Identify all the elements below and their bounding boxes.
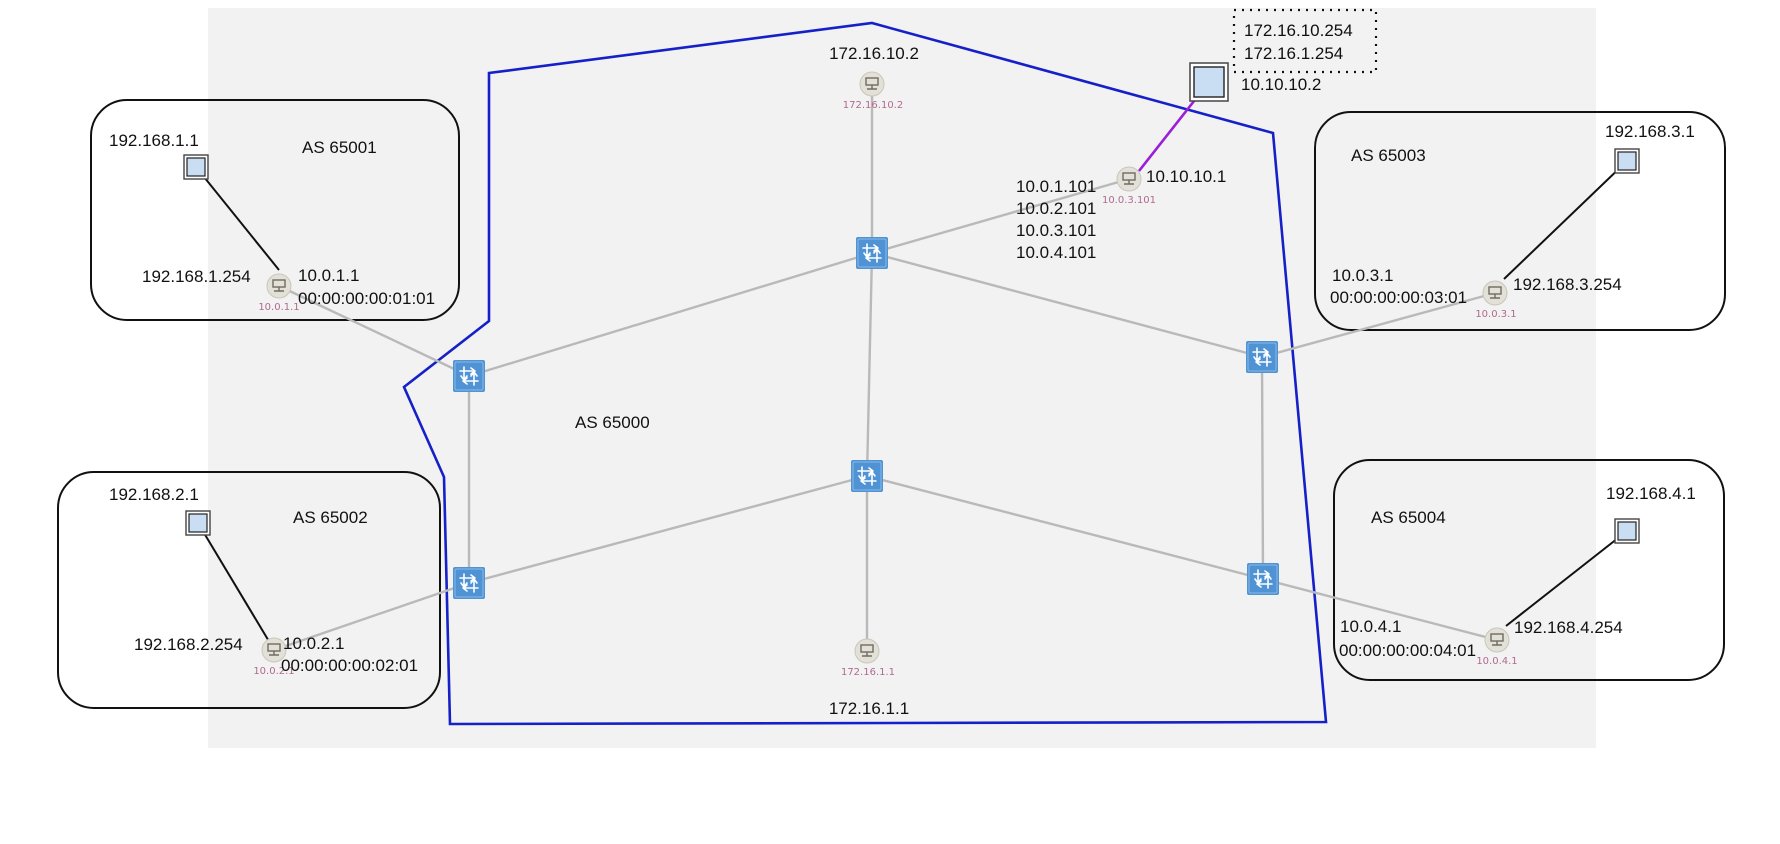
as4-router-small-label: 10.0.4.1 bbox=[1476, 656, 1517, 667]
as65003-label: AS 65003 bbox=[1351, 146, 1426, 165]
top-router-ip: 172.16.10.2 bbox=[829, 44, 919, 63]
as4-router-ip: 10.0.4.1 bbox=[1340, 617, 1401, 636]
bottom-router-ip: 172.16.1.1 bbox=[829, 699, 909, 718]
link-sw-top-controller bbox=[871, 177, 1130, 255]
as3-router-small-label: 10.0.3.1 bbox=[1475, 309, 1516, 320]
link-sw-lowerleft-as2-router bbox=[273, 581, 470, 652]
links bbox=[195, 81, 1628, 652]
as65000-boundary bbox=[402, 21, 1328, 726]
link-sw-right-as3-router bbox=[1261, 291, 1496, 359]
link-sw-left-as1-router bbox=[278, 284, 470, 378]
router-node-icon[interactable] bbox=[1116, 166, 1142, 192]
host-square-icon[interactable] bbox=[1614, 518, 1640, 544]
as2-gateway-ip: 192.168.2.254 bbox=[134, 635, 243, 654]
sdn-switch-icon[interactable] bbox=[850, 459, 884, 493]
as1-router-ip: 10.0.1.1 bbox=[298, 266, 359, 285]
as4-host-ip: 192.168.4.1 bbox=[1606, 484, 1696, 503]
as65001-label: AS 65001 bbox=[302, 138, 377, 157]
bottom-router-small-label: 172.16.1.1 bbox=[841, 667, 895, 678]
top-router-small-label: 172.16.10.2 bbox=[843, 100, 903, 111]
router-node-icon[interactable] bbox=[859, 71, 885, 97]
as2-router-small-label: 10.0.2.1 bbox=[253, 666, 294, 677]
as1-gateway-ip: 192.168.1.254 bbox=[142, 267, 251, 286]
sdn-switch-icon[interactable] bbox=[1246, 562, 1280, 596]
as65001-box bbox=[90, 99, 460, 321]
router-node-icon[interactable] bbox=[854, 638, 880, 664]
link-sw-top-sw-mid bbox=[865, 252, 874, 477]
router-node-icon[interactable] bbox=[1482, 280, 1508, 306]
controller-address-2: 10.0.2.101 bbox=[1016, 199, 1096, 218]
router-node-icon[interactable] bbox=[1484, 627, 1510, 653]
link-sw-top-sw-left bbox=[468, 251, 873, 378]
link-sw-top-sw-right bbox=[871, 251, 1263, 359]
sdn-switch-icon[interactable] bbox=[855, 236, 889, 270]
as1-router-mac: 00:00:00:00:01:01 bbox=[298, 289, 435, 308]
as65003-box bbox=[1314, 111, 1726, 331]
link-as3-host-router bbox=[1503, 160, 1628, 280]
link-as4-host-router bbox=[1505, 530, 1628, 627]
host-square-icon[interactable] bbox=[185, 510, 211, 536]
as65002-label: AS 65002 bbox=[293, 508, 368, 527]
as2-router-ip: 10.0.2.1 bbox=[283, 634, 344, 653]
controller-address-1: 10.0.1.101 bbox=[1016, 177, 1096, 196]
sdn-switch-icon[interactable] bbox=[452, 359, 486, 393]
as3-host-ip: 192.168.3.1 bbox=[1605, 122, 1695, 141]
as3-router-ip: 10.0.3.1 bbox=[1332, 266, 1393, 285]
as3-gateway-ip: 192.168.3.254 bbox=[1513, 275, 1622, 294]
as3-router-mac: 00:00:00:00:03:01 bbox=[1330, 288, 1467, 307]
controller-address-4: 10.0.4.101 bbox=[1016, 243, 1096, 262]
link-sw-lowerright-as4-router bbox=[1262, 577, 1498, 642]
as65004-label: AS 65004 bbox=[1371, 508, 1446, 527]
sdn-switch-icon[interactable] bbox=[452, 566, 486, 600]
as1-router-small-label: 10.0.1.1 bbox=[258, 302, 299, 313]
link-sw-mid-sw-lowerleft bbox=[468, 474, 868, 585]
controller-router-small-label: 10.0.3.101 bbox=[1102, 195, 1156, 206]
as1-host-ip: 192.168.1.1 bbox=[109, 131, 199, 150]
as65000-label: AS 65000 bbox=[575, 413, 650, 432]
as4-gateway-ip: 192.168.4.254 bbox=[1514, 618, 1623, 637]
controller-address-3: 10.0.3.101 bbox=[1016, 221, 1096, 240]
host-square-icon[interactable] bbox=[183, 154, 209, 180]
controller-address-box bbox=[1232, 8, 1378, 74]
link-as2-host-router bbox=[197, 522, 271, 644]
router-node-icon[interactable] bbox=[266, 273, 292, 299]
sdn-switch-icon[interactable] bbox=[1245, 340, 1279, 374]
as4-router-mac: 00:00:00:00:04:01 bbox=[1339, 641, 1476, 660]
as65004-box bbox=[1333, 459, 1725, 681]
link-sw-mid-sw-lowerright bbox=[866, 474, 1264, 581]
controller-router-ip: 10.10.10.1 bbox=[1146, 167, 1226, 186]
link-as1-host-router bbox=[195, 166, 280, 271]
controller-host-ip: 10.10.10.2 bbox=[1241, 75, 1321, 94]
as2-host-ip: 192.168.2.1 bbox=[109, 485, 199, 504]
controller-box-line-2: 172.16.1.254 bbox=[1244, 44, 1343, 63]
as65002-box bbox=[57, 471, 441, 709]
as2-router-mac: 00:00:00:00:02:01 bbox=[281, 656, 418, 675]
host-square-icon[interactable] bbox=[1614, 148, 1640, 174]
host-square-icon[interactable] bbox=[1189, 62, 1229, 102]
controller-box-line-1: 172.16.10.254 bbox=[1244, 21, 1353, 40]
link-sw-right-sw-lowerright bbox=[1260, 356, 1265, 580]
